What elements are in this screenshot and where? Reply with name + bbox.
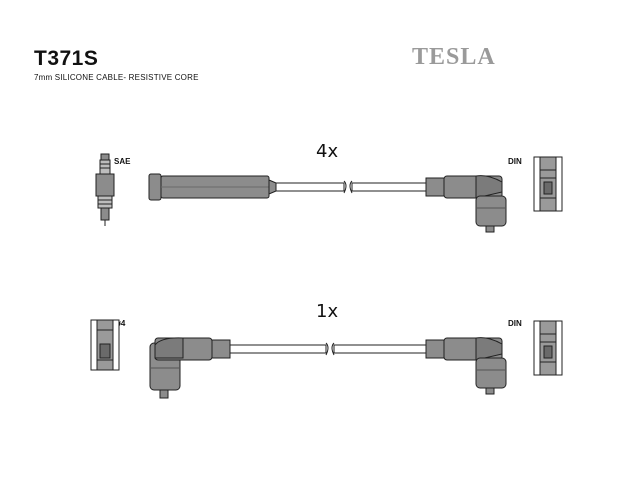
cable-2-wire (229, 342, 427, 356)
cable-1-right-end-label: DIN (508, 157, 522, 166)
spark-plug-icon (95, 153, 115, 226)
straight-boot-left (148, 173, 277, 201)
round-4mm-terminal-icon (90, 319, 120, 371)
cable-1-left-end-label: SAE (114, 157, 131, 166)
part-number: T371S (34, 47, 99, 70)
din-terminal-icon-2 (533, 320, 563, 376)
angled-boot-right (425, 175, 507, 233)
cable-2-right-end-label: DIN (508, 319, 522, 328)
brand-logo: TESLA (412, 44, 496, 70)
cable-1-wire (275, 180, 427, 194)
cable-2-quantity: 1x (316, 301, 339, 322)
din-terminal-icon (533, 156, 563, 212)
angled-boot-left (149, 337, 231, 399)
angled-boot-right-2 (425, 337, 507, 395)
cable-description: 7mm SILICONE CABLE- RESISTIVE CORE (34, 73, 199, 82)
cable-2-left-end-label: ø4 (116, 319, 126, 328)
cable-1-quantity: 4x (316, 141, 339, 162)
